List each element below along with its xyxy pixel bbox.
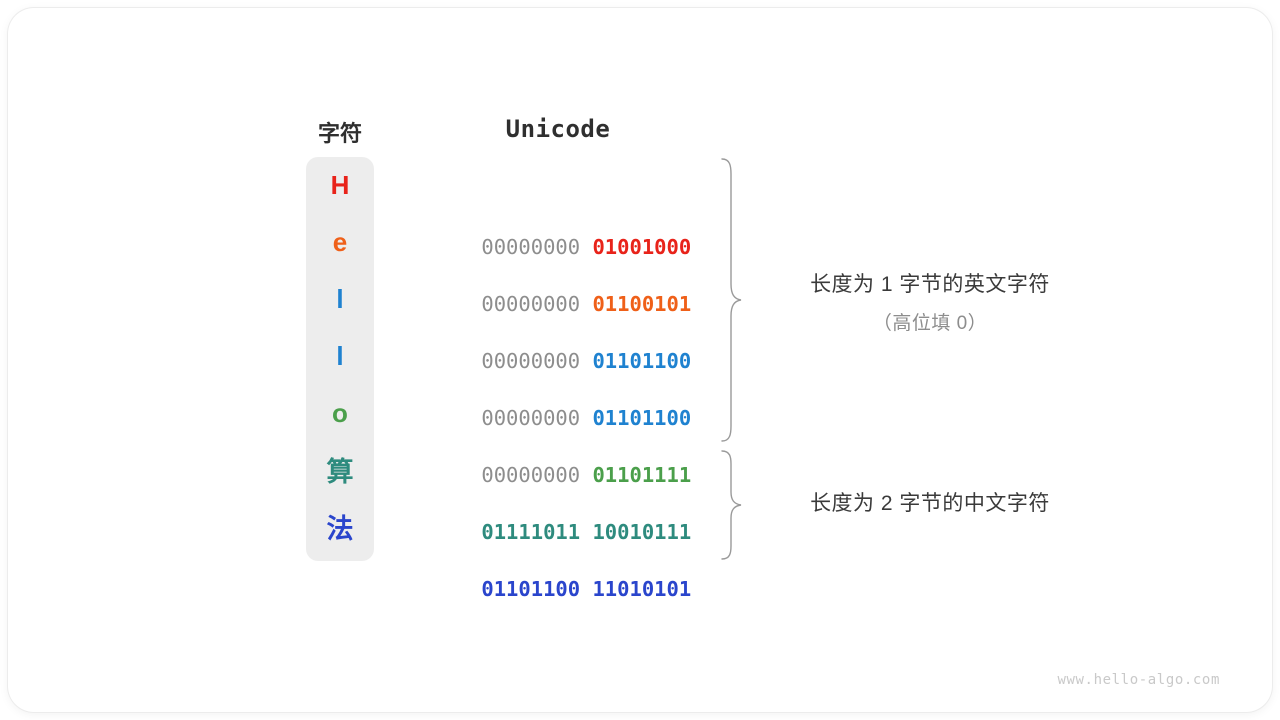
high-byte-6: 01101100: [481, 577, 581, 601]
low-byte-5: 10010111: [592, 520, 692, 544]
annotation-one-byte: 长度为 1 字节的英文字符 （高位填 0）: [770, 268, 1090, 335]
annotation-two-byte: 长度为 2 字节的中文字符: [770, 487, 1090, 517]
binary-row-5: 01111011 10010111: [432, 448, 691, 544]
column-header-character: 字符: [317, 121, 362, 146]
low-byte-4: 01101111: [592, 463, 692, 487]
character-cell-0: H: [330, 170, 350, 200]
high-byte-3: 00000000: [481, 406, 581, 430]
character-cell-3: l: [336, 341, 344, 371]
annotation-two-byte-line1: 长度为 2 字节的中文字符: [810, 492, 1050, 515]
watermark-url: www.hello-algo.com: [1057, 672, 1220, 688]
low-byte-3: 01101100: [592, 406, 692, 430]
character-cell-6: 法: [326, 514, 354, 544]
brace-two-byte-group: [720, 450, 748, 560]
high-byte-5: 01111011: [481, 520, 581, 544]
high-byte-1: 00000000: [481, 292, 581, 316]
character-cell-4: o: [332, 398, 348, 428]
binary-row-0: 00000000 01001000: [432, 163, 691, 259]
column-header-unicode: Unicode: [505, 115, 611, 143]
low-byte-1: 01100101: [592, 292, 692, 316]
low-byte-6: 11010101: [592, 577, 692, 601]
high-byte-0: 00000000: [481, 235, 581, 259]
low-byte-2: 01101100: [592, 349, 692, 373]
high-byte-2: 00000000: [481, 349, 581, 373]
brace-one-byte-group: [720, 158, 748, 442]
binary-row-6: 01101100 11010101: [432, 505, 691, 601]
binary-row-3: 00000000 01101100: [432, 334, 691, 430]
annotation-one-byte-line2: （高位填 0）: [872, 313, 988, 334]
character-cell-1: e: [332, 227, 348, 257]
binary-row-2: 00000000 01101100: [432, 277, 691, 373]
binary-row-4: 00000000 01101111: [432, 391, 691, 487]
character-column-background: [306, 157, 374, 561]
binary-row-1: 00000000 01100101: [432, 220, 691, 316]
high-byte-4: 00000000: [481, 463, 581, 487]
character-cell-2: l: [336, 284, 344, 314]
diagram-card: [8, 8, 1272, 712]
character-cell-5: 算: [326, 457, 354, 487]
low-byte-0: 01001000: [592, 235, 692, 259]
annotation-one-byte-line1: 长度为 1 字节的英文字符: [810, 273, 1050, 296]
